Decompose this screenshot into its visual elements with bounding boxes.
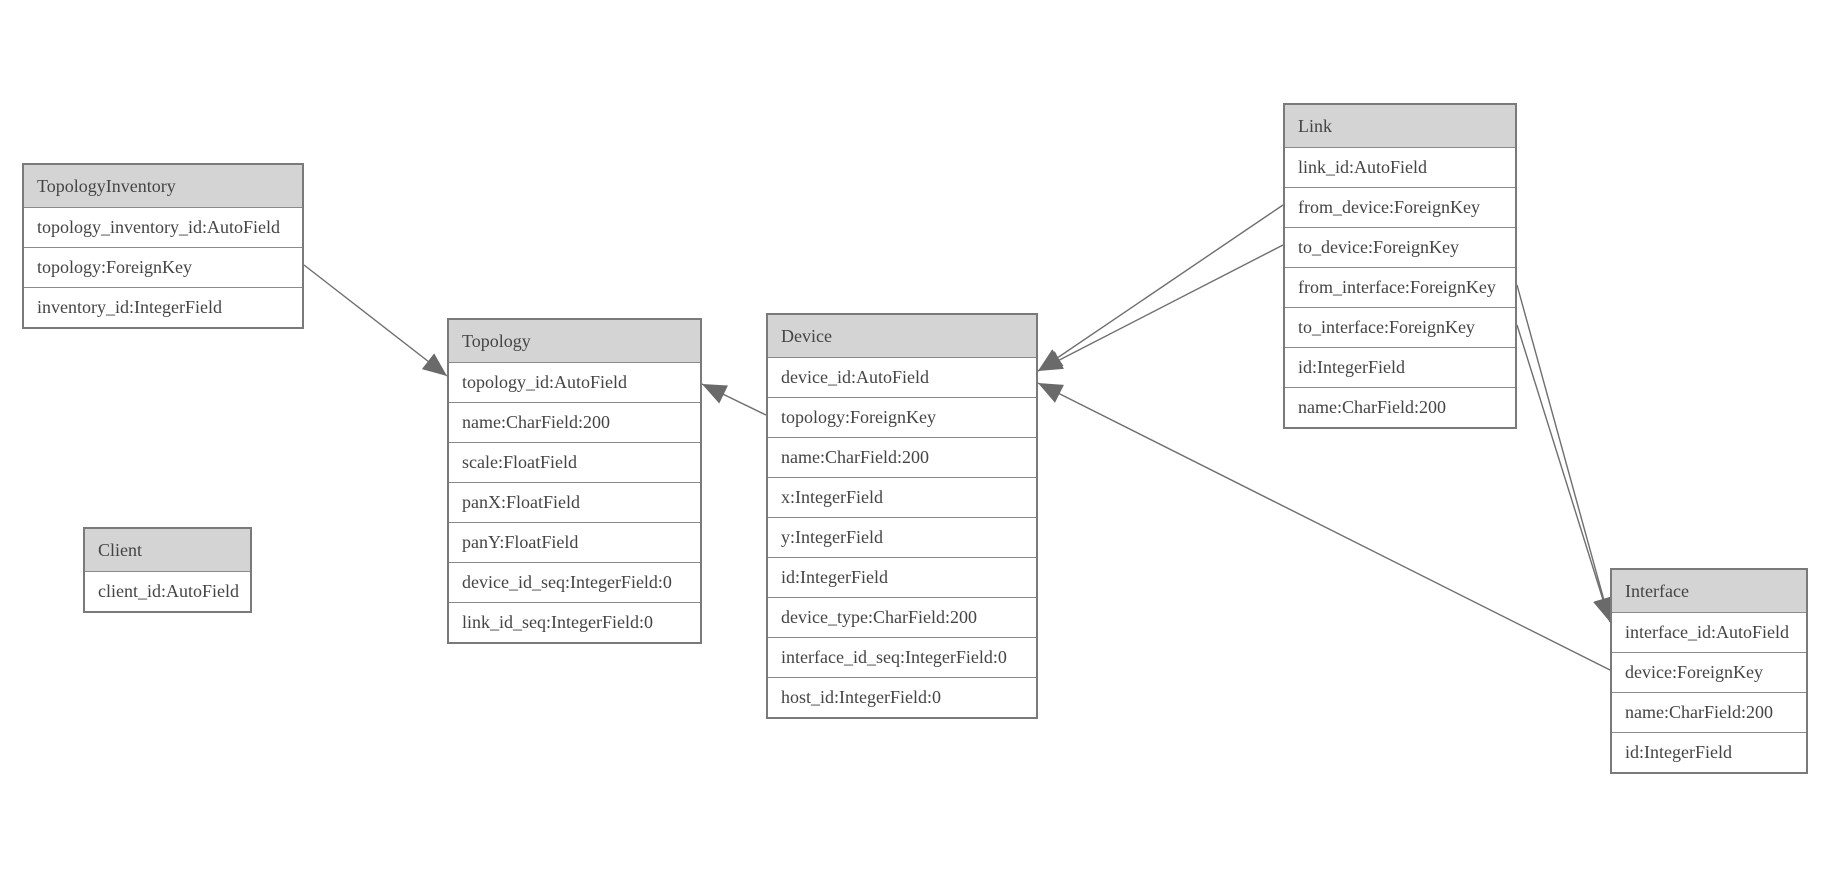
edge-link-to_device — [1037, 244, 1284, 372]
field-row-topology: topology:ForeignKey — [768, 397, 1036, 437]
entity-title-device: Device — [768, 315, 1036, 357]
field-row-panY: panY:FloatField — [449, 522, 700, 562]
field-row-client_id: client_id:AutoField — [85, 571, 250, 611]
field-row-name: name:CharField:200 — [449, 402, 700, 442]
field-row-interface_id_seq: interface_id_seq:IntegerField:0 — [768, 637, 1036, 677]
field-row-to_device: to_device:ForeignKey — [1285, 227, 1515, 267]
field-row-host_id: host_id:IntegerField:0 — [768, 677, 1036, 717]
field-row-from_device: from_device:ForeignKey — [1285, 187, 1515, 227]
edge-link-from_device — [1037, 204, 1284, 372]
field-row-topology: topology:ForeignKey — [24, 247, 302, 287]
field-row-device: device:ForeignKey — [1612, 652, 1806, 692]
field-row-topology_inventory_id: topology_inventory_id:AutoField — [24, 207, 302, 247]
field-row-link_id_seq: link_id_seq:IntegerField:0 — [449, 602, 700, 642]
edge-interface-device — [1037, 382, 1611, 671]
field-row-id: id:IntegerField — [768, 557, 1036, 597]
field-row-from_interface: from_interface:ForeignKey — [1285, 267, 1515, 307]
arrowhead-into-device-device_id — [1038, 351, 1064, 371]
entity-title-topology: Topology — [449, 320, 700, 362]
field-row-name: name:CharField:200 — [1285, 387, 1515, 427]
edge-topologyinventory-topology — [303, 264, 448, 377]
field-row-device_id: device_id:AutoField — [768, 357, 1036, 397]
field-row-panX: panX:FloatField — [449, 482, 700, 522]
arrowhead-into-interface-interface_id — [1593, 596, 1613, 622]
field-row-name: name:CharField:200 — [768, 437, 1036, 477]
arrowhead-into-topology-topology_id — [702, 384, 728, 404]
field-row-name: name:CharField:200 — [1612, 692, 1806, 732]
entity-title-interface: Interface — [1612, 570, 1806, 612]
field-row-to_interface: to_interface:ForeignKey — [1285, 307, 1515, 347]
field-row-device_type: device_type:CharField:200 — [768, 597, 1036, 637]
field-row-scale: scale:FloatField — [449, 442, 700, 482]
field-row-link_id: link_id:AutoField — [1285, 147, 1515, 187]
edge-link-from_interface — [1516, 284, 1611, 623]
field-row-id: id:IntegerField — [1285, 347, 1515, 387]
arrowhead-into-topology-topology_id — [421, 353, 447, 376]
arrowhead-into-device-device_id — [1038, 383, 1064, 403]
field-row-interface_id: interface_id:AutoField — [1612, 612, 1806, 652]
field-row-topology_id: topology_id:AutoField — [449, 362, 700, 402]
edge-link-to_interface — [1516, 324, 1611, 623]
field-row-id: id:IntegerField — [1612, 732, 1806, 772]
field-row-x: x:IntegerField — [768, 477, 1036, 517]
entity-title-link: Link — [1285, 105, 1515, 147]
field-row-inventory_id: inventory_id:IntegerField — [24, 287, 302, 327]
entity-title-client: Client — [85, 529, 250, 571]
field-row-y: y:IntegerField — [768, 517, 1036, 557]
field-row-device_id_seq: device_id_seq:IntegerField:0 — [449, 562, 700, 602]
entity-title-topologyinventory: TopologyInventory — [24, 165, 302, 207]
